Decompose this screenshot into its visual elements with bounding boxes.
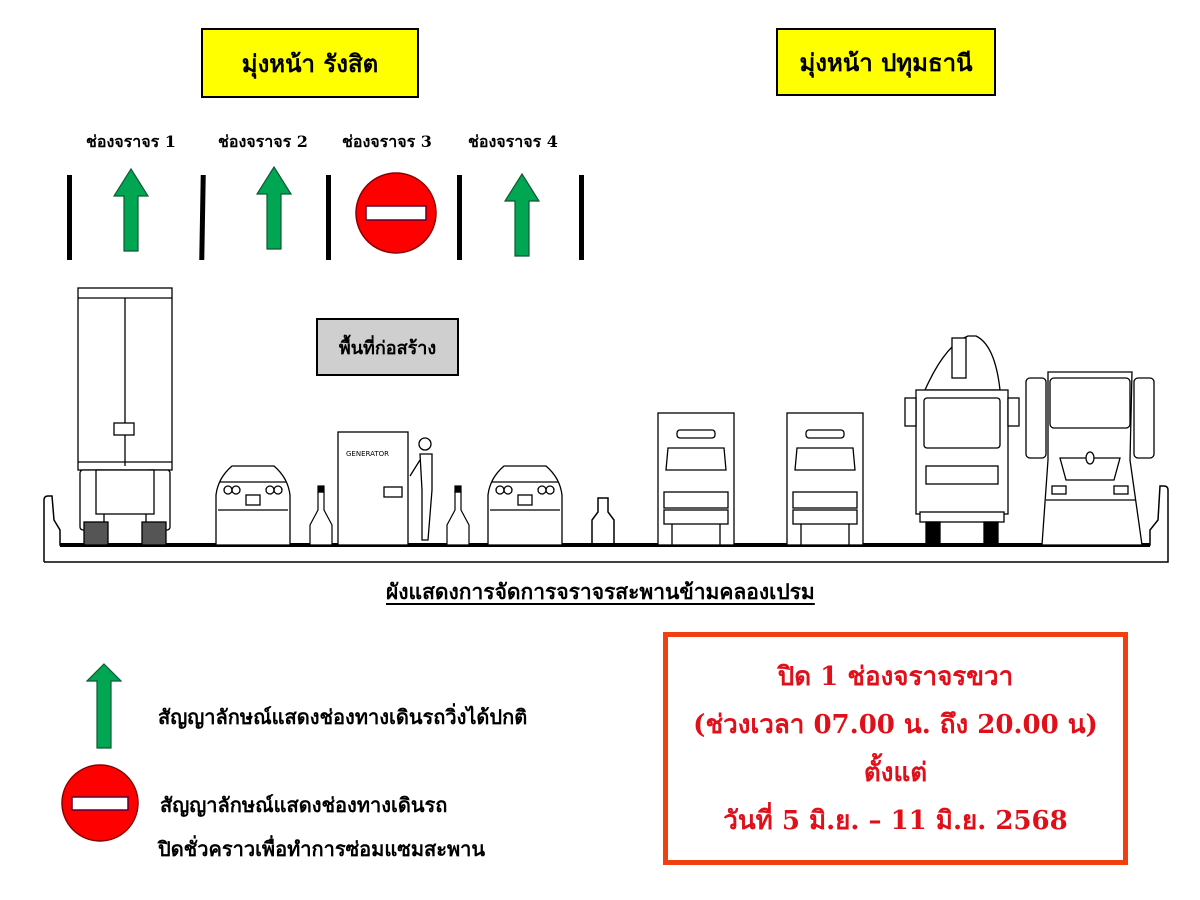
worker: [409, 437, 433, 541]
lane-label-3: ช่องจราจร 3: [342, 132, 432, 151]
notice-line-since: ตั้งแต่: [863, 757, 928, 788]
direction-sign-rangsit-label: มุ่งหน้า รังสิต: [241, 48, 379, 78]
legend-closed-lane-text-2: ปิดชั่วคราวเพื่อทำการซ่อมแซมสะพาน: [158, 837, 486, 861]
green-up-arrow-icon: [256, 166, 292, 250]
ambulance-front: [657, 412, 735, 546]
lane-label-2: ช่องจราจร 2: [218, 132, 308, 151]
direction-sign-pathumthani-label: มุ่งหน้า ปทุมธานี: [799, 47, 973, 77]
legend-open-lane-icon: [86, 663, 122, 749]
notice-line-dates: วันที่ 5 มิ.ย. – 11 มิ.ย. 2568: [723, 805, 1068, 836]
closure-notice-box: ปิด 1 ช่องจราจรขวา (ช่วงเวลา 07.00 น. ถึ…: [663, 632, 1128, 865]
generator: [337, 431, 409, 546]
ambulance-front: [786, 412, 864, 546]
mixer-truck-front: [904, 335, 1020, 546]
traffic-cone-light: [446, 485, 470, 546]
dump-truck-front: [1025, 371, 1155, 546]
bridge-cross-section: GENERATOR: [43, 287, 1169, 563]
lane-label-4: ช่องจราจร 4: [468, 132, 558, 151]
direction-sign-pathumthani: มุ่งหน้า ปทุมธานี: [776, 28, 996, 96]
construction-zone-label: พื้นที่ก่อสร้าง: [316, 318, 459, 376]
truck-trailer-rear: [77, 287, 173, 546]
lane-divider: [199, 174, 206, 261]
traffic-cone-light: [309, 485, 333, 546]
lane-divider: [457, 175, 462, 260]
generator-label: GENERATOR: [346, 450, 389, 458]
diagram-title: ผังแสดงการจัดการจราจรสะพานข้ามคลองเปรม: [386, 579, 815, 604]
green-up-arrow-icon: [113, 168, 149, 252]
green-up-arrow-icon: [504, 173, 540, 257]
car-rear: [215, 465, 291, 546]
lane-divider: [67, 175, 72, 260]
car-rear: [487, 465, 563, 546]
lane-divider: [579, 175, 584, 260]
legend-closed-lane-icon: [60, 763, 140, 843]
legend-closed-lane-text-1: สัญญาลักษณ์แสดงช่องทางเดินรถ: [160, 793, 448, 817]
lane-label-1: ช่องจราจร 1: [86, 132, 176, 151]
legend-open-lane-text: สัญญาลักษณ์แสดงช่องทางเดินรถวิ่งได้ปกติ: [158, 705, 528, 729]
direction-sign-rangsit: มุ่งหน้า รังสิต: [201, 28, 419, 98]
construction-zone-text: พื้นที่ก่อสร้าง: [338, 337, 437, 359]
notice-line-time: (ช่วงเวลา 07.00 น. ถึง 20.00 น): [693, 709, 1098, 740]
notice-line-closure: ปิด 1 ช่องจราจรขวา: [777, 661, 1014, 692]
no-entry-icon: [354, 171, 438, 255]
lane-divider: [326, 175, 331, 260]
